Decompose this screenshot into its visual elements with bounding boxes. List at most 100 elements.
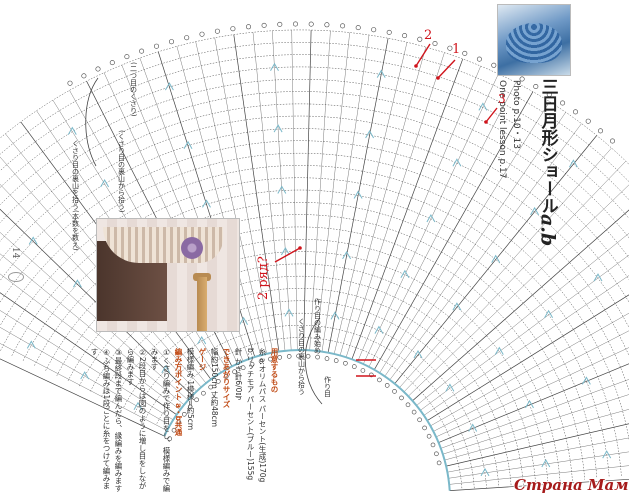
stitch-column [0,208,193,396]
title-suffix: a.b [536,214,559,247]
stitch-column [379,101,550,373]
stitch-column [0,310,174,421]
note-bottom-1: 作り目の編み始め [313,298,322,354]
stitch-column [345,52,445,358]
arrow-label-2: 2 [424,28,433,43]
note-bottom-3: 作り目 [323,376,332,397]
red-arrow [274,247,301,263]
picot [597,128,603,134]
picot [585,118,591,124]
shell-stitch [581,376,591,385]
instr-line: できあがりサイズ [222,348,231,408]
chart-row [0,103,629,281]
picot [324,22,330,28]
picot [333,358,339,363]
arrow-label-1: 1 [452,42,461,57]
picot [296,353,301,359]
picot [402,33,408,39]
flower-brooch [181,237,203,259]
picot [167,436,172,442]
picot [305,353,311,359]
picot [224,373,229,379]
picot [432,40,438,46]
chart-row [0,140,629,357]
picot [405,402,411,408]
picot [355,25,361,31]
stitch-column [303,30,312,351]
stand [197,277,207,331]
picot [187,404,193,410]
stitch-column [448,451,629,479]
red-arrow-head [414,64,418,68]
chart-row [145,325,475,489]
picot [277,355,283,360]
picot [199,31,205,37]
stitch-column [363,73,499,365]
picot [67,80,73,86]
page-ornament [8,272,24,282]
stitch-column [368,82,516,367]
chart-row [112,288,512,486]
shell-stitch [342,250,352,260]
stitch-column [351,58,464,360]
instr-line: ゲージ [198,348,207,371]
stitch-column [408,184,629,397]
photo-model-shawl [96,218,240,332]
shell-stitch [353,190,363,199]
shell-stitch [541,458,551,468]
shell-stitch [491,254,501,263]
picot [340,23,346,29]
shell-stitch [400,269,410,279]
shell-stitch [602,450,612,459]
stitch-column [357,66,481,362]
stitch-column [291,30,298,351]
picot [286,354,292,359]
stitch-column [403,161,626,393]
stitch-column [0,253,185,405]
shell-stitch [239,316,249,326]
red-arrow [437,59,456,79]
chart-row [134,312,487,488]
picot [417,36,423,42]
shell-stitch [530,206,540,216]
picot [176,419,182,425]
red-arrow-head [436,76,440,80]
picot [491,62,497,68]
instr-line: ②2段目からは図のように増し目をしながら編みます [126,348,147,490]
picot [384,383,390,388]
picot [447,45,453,51]
stitch-column [272,30,292,351]
stitch-column [430,312,629,427]
shell-stitch [280,246,290,256]
picot [292,21,298,27]
shell-stitch [593,273,603,282]
stitch-column [0,156,202,388]
stitch-column [339,47,426,356]
note-side-a: (二つ目のくさり) [129,62,138,117]
picot [422,425,427,431]
stitch-column [0,358,165,437]
shell-stitch [426,213,436,223]
shell-stitch [161,364,171,374]
picot [249,361,255,367]
shawl-shape [103,227,223,263]
arrow-label-3: 3 [498,92,506,106]
shell-stitch [478,102,488,111]
picot [194,397,199,403]
picot [315,354,320,360]
shell-stitch [452,302,462,311]
chart-row [0,66,629,219]
watermark: Страна Мам [514,476,629,494]
picot [371,27,377,33]
guide-arrow [304,317,323,405]
page-number: 14 [10,247,20,259]
picot [609,138,615,144]
picot [386,29,392,35]
shell-stitch [164,82,174,91]
picot [368,372,374,378]
stitch-column [252,32,286,351]
picot [434,451,439,457]
stitch-column [423,275,629,416]
picot [411,409,417,415]
shell-stitch [273,124,283,133]
